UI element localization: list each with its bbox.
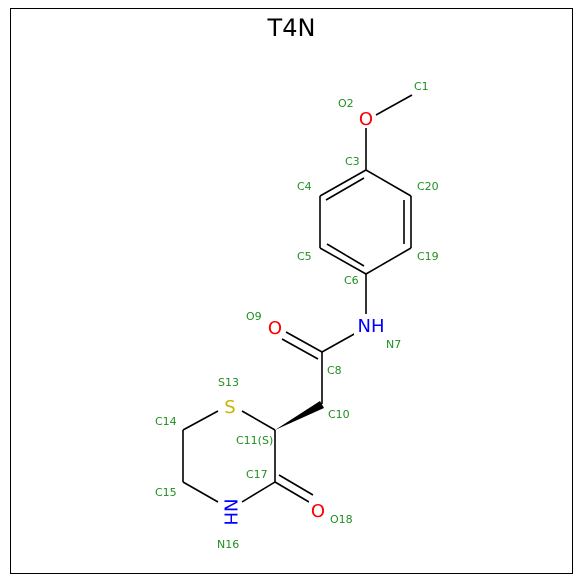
atom-o2-symbol: O — [359, 109, 373, 130]
molecule-frame — [10, 8, 573, 574]
label-c14: C14 — [155, 415, 177, 428]
bond-n7-c8 — [321, 332, 357, 353]
atom-n7-symbol: NH — [358, 316, 385, 337]
bonds — [182, 94, 413, 503]
label-c19: C19 — [417, 250, 439, 263]
label-o18: O18 — [330, 513, 353, 526]
atom-s13-symbol: S — [224, 397, 235, 418]
label-c1: C1 — [414, 80, 429, 93]
bond-c5-c6-inner — [326, 243, 365, 267]
bond-c3-c4 — [319, 169, 367, 197]
bond-c20-c3 — [365, 169, 412, 197]
atom-labels: C1 O2 C3 C4 C20 C5 C19 C6 O9 N7 C8 S13 C… — [155, 80, 439, 551]
bond-c17-o18-double — [278, 474, 314, 496]
molecule-title: T4N — [267, 14, 316, 42]
bond-c5-c6 — [319, 247, 367, 275]
atom-n16-symbol: NH — [220, 499, 241, 526]
label-c4: C4 — [297, 180, 312, 193]
bond-c1-o2 — [375, 94, 413, 116]
bond-c11-s13 — [241, 410, 276, 431]
label-c6: C6 — [344, 274, 359, 287]
bond-c3-c4-inner — [325, 177, 365, 201]
label-c8: C8 — [327, 364, 342, 377]
label-c20: C20 — [417, 180, 439, 193]
label-c3: C3 — [345, 155, 360, 168]
bond-s13-c14 — [182, 410, 219, 431]
label-c10: C10 — [328, 408, 350, 421]
atom-o9-symbol: O — [268, 318, 282, 339]
label-c17: C17 — [246, 468, 268, 481]
atom-symbols: O NH O S NH O — [220, 108, 388, 533]
label-s13: S13 — [218, 376, 239, 389]
bond-n16-c17 — [241, 481, 276, 503]
atom-o18-symbol: O — [311, 501, 325, 522]
label-n16: N16 — [217, 538, 239, 551]
wedge-c11-c10 — [275, 401, 324, 430]
label-c15: C15 — [155, 486, 177, 499]
bond-c8-o9-double — [281, 338, 319, 360]
bond-c8-o9 — [285, 331, 323, 353]
bond-c6-c19 — [365, 247, 412, 275]
label-c5: C5 — [297, 250, 312, 263]
bond-c15-n16 — [182, 481, 219, 503]
bond-c17-o18 — [274, 481, 310, 503]
label-c11: C11(S) — [236, 434, 273, 447]
label-o9: O9 — [246, 310, 262, 323]
label-o2: O2 — [338, 97, 354, 110]
label-n7: N7 — [386, 338, 401, 351]
